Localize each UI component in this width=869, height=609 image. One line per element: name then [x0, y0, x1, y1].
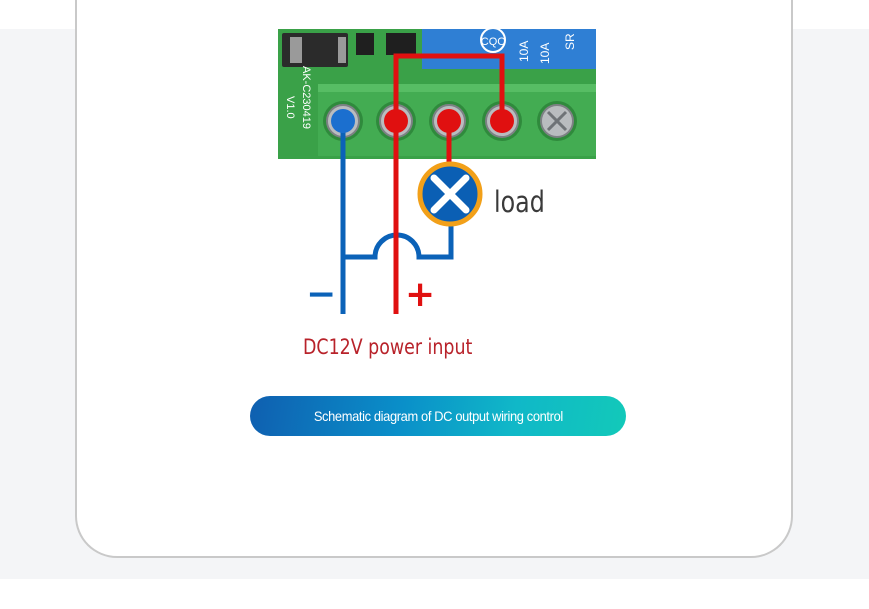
diode-lead — [338, 37, 346, 63]
terminal-dot-no — [490, 109, 514, 133]
board-model-text: AK-C230419 — [300, 66, 312, 129]
relay-rating-1: 10A — [517, 41, 531, 62]
minus-symbol: − — [306, 274, 336, 315]
terminal-dot-com — [437, 109, 461, 133]
jumper-wire — [393, 53, 505, 121]
caption-banner: Schematic diagram of DC output wiring co… — [250, 396, 626, 436]
board-version-text: V1.0 — [284, 96, 296, 119]
smd-component — [356, 33, 374, 55]
terminal-dot-negative — [331, 109, 355, 133]
lamp-x-icon — [417, 161, 483, 227]
terminal-block-top — [318, 84, 596, 92]
plus-symbol: + — [405, 274, 435, 315]
relay-logo — [480, 27, 506, 53]
relay-logo-text: CQC — [481, 36, 506, 48]
terminal-dot-positive — [384, 109, 408, 133]
relay-rating-2: 10A — [538, 43, 552, 64]
relay-body — [422, 29, 596, 69]
load-label: load — [494, 186, 545, 220]
power-input-label: DC12V power input — [303, 334, 473, 359]
lamp-x-stroke — [430, 174, 470, 214]
relay-brand: SR — [563, 33, 577, 50]
smd-component — [386, 33, 416, 55]
relay-module-board: CQC 10A 10A SR AK-C230419 V1.0 — [278, 27, 596, 159]
caption-text: Schematic diagram of DC output wiring co… — [313, 408, 563, 424]
load-return-wire — [343, 217, 454, 260]
screw-slot — [546, 110, 568, 132]
diode-lead — [290, 37, 302, 63]
